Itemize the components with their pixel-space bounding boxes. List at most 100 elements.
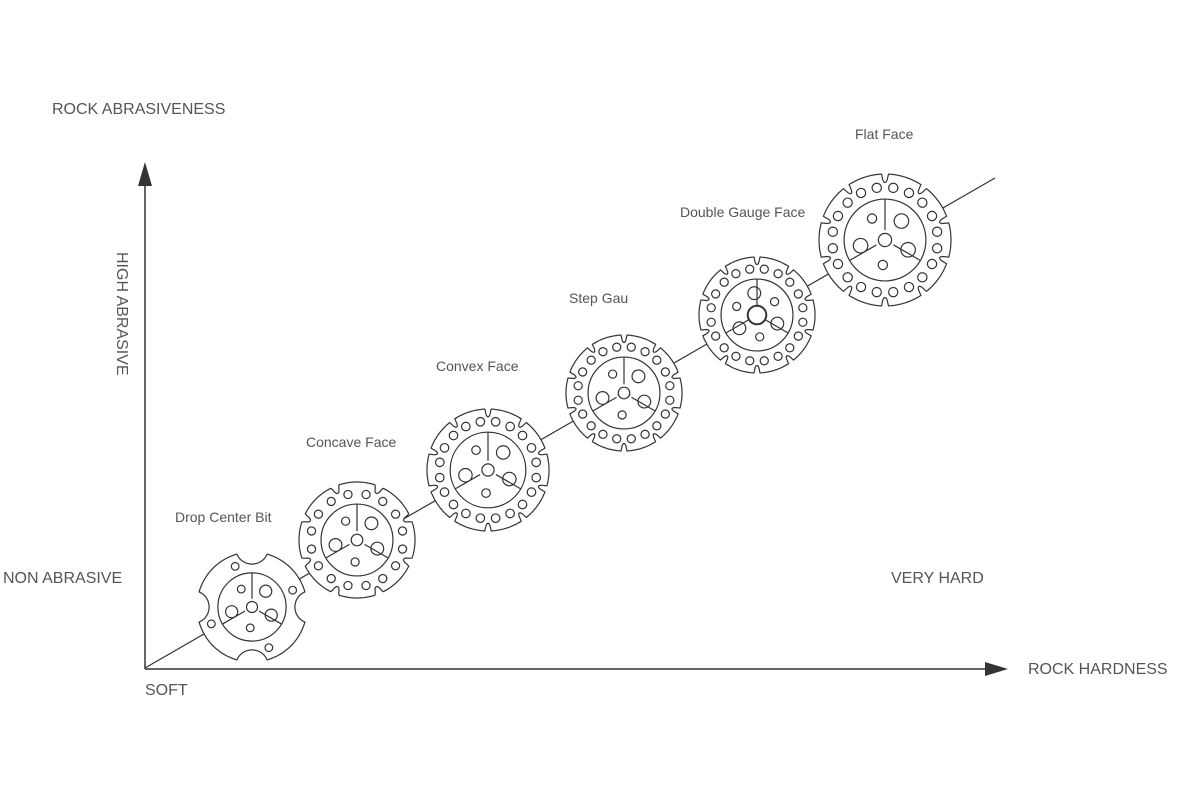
- gauge-button: [439, 487, 450, 498]
- bit-label-concave-face: Concave Face: [306, 434, 397, 450]
- gauge-button: [931, 243, 943, 254]
- gauge-button: [793, 289, 804, 299]
- face-button: [607, 369, 618, 379]
- flushing-groove: [258, 610, 282, 625]
- gauge-button: [640, 346, 650, 357]
- gauge-button: [343, 489, 353, 500]
- face-button: [481, 488, 491, 498]
- gauge-button: [490, 416, 501, 427]
- gauge-button: [917, 197, 928, 208]
- gauge-button: [917, 272, 928, 283]
- center-button: [245, 600, 259, 614]
- gauge-button: [903, 187, 915, 199]
- bit-outline: [818, 173, 952, 307]
- gauge-button: [710, 289, 721, 299]
- gauge-button: [660, 409, 671, 419]
- bit-outline: [298, 481, 416, 599]
- y-axis-high-label: HIGH ABRASIVE: [113, 252, 130, 376]
- gauge-button: [313, 561, 324, 571]
- gauge-button: [526, 487, 537, 498]
- bit-head-icon: [426, 408, 550, 532]
- gauge-button: [264, 643, 274, 653]
- x-axis-arrow-icon: [985, 662, 1008, 676]
- gauge-button: [343, 580, 353, 591]
- gauge-button: [434, 457, 445, 468]
- x-axis-title: ROCK HARDNESS: [1028, 661, 1168, 678]
- bit-label-convex-face: Convex Face: [436, 358, 519, 374]
- gauge-button: [577, 367, 588, 377]
- gauge-button: [573, 381, 583, 391]
- gauge-button: [798, 303, 808, 313]
- gauge-button: [785, 277, 795, 287]
- gauge-button: [361, 489, 371, 500]
- y-axis-title: ROCK ABRASIVENESS: [52, 101, 226, 118]
- gauge-button: [448, 499, 459, 510]
- gauge-button: [773, 351, 783, 362]
- gauge-button: [378, 573, 388, 584]
- face-button: [236, 584, 246, 594]
- flushing-groove: [764, 318, 789, 334]
- gauge-button: [871, 182, 882, 194]
- bit-head-icon: [698, 256, 816, 374]
- flushing-groove: [631, 396, 656, 412]
- gauge-button: [871, 286, 882, 298]
- face-button: [747, 286, 762, 301]
- bit-head-icon: [298, 481, 416, 599]
- gauge-button: [665, 395, 675, 405]
- gauge-button: [719, 277, 729, 287]
- flushing-groove: [454, 474, 481, 490]
- gauge-button: [612, 342, 622, 352]
- bit-label-step-gauge: Step Gau: [569, 290, 629, 306]
- flushing-groove: [364, 543, 389, 559]
- face-button: [259, 584, 273, 598]
- gauge-button: [490, 513, 501, 524]
- gauge-button: [448, 430, 459, 441]
- center-button: [617, 386, 631, 400]
- bit-head-icon: [818, 173, 952, 307]
- bit-outline: [426, 408, 550, 532]
- gauge-button: [827, 243, 839, 254]
- gauge-button: [785, 343, 795, 353]
- gauge-button: [842, 197, 853, 208]
- gauge-button: [706, 317, 716, 327]
- gauge-button: [326, 496, 336, 507]
- gauge-button: [888, 286, 899, 298]
- face-button: [224, 605, 239, 619]
- flushing-groove: [495, 474, 522, 490]
- bit-label-drop-center: Drop Center Bit: [175, 509, 272, 525]
- gauge-button: [230, 561, 240, 571]
- gauge-button: [931, 226, 943, 237]
- gauge-button: [361, 580, 371, 591]
- bit-head-icon: [198, 553, 306, 661]
- face-button: [852, 237, 869, 254]
- gauge-button: [505, 508, 516, 519]
- gauge-button: [531, 472, 542, 483]
- gauge-button: [475, 416, 486, 427]
- face-button: [350, 557, 360, 567]
- bit-outline: [565, 334, 683, 452]
- bit-outline: [698, 256, 816, 374]
- center-button: [877, 232, 893, 248]
- gauge-button: [598, 346, 608, 357]
- gauge-button: [598, 429, 608, 440]
- y-axis-low-label: NON ABRASIVE: [3, 570, 123, 587]
- y-axis-arrow-icon: [138, 162, 152, 186]
- gauge-button: [798, 317, 808, 327]
- flushing-groove: [222, 610, 246, 625]
- face-button: [732, 301, 742, 312]
- face-button: [769, 297, 780, 307]
- gauge-button: [460, 508, 471, 519]
- gauge-button: [759, 264, 769, 274]
- gauge-button: [306, 544, 317, 554]
- gauge-button: [434, 472, 445, 483]
- x-axis-high-label: VERY HARD: [891, 570, 984, 587]
- face-button: [471, 445, 481, 456]
- gauge-button: [926, 210, 938, 222]
- face-button: [495, 445, 511, 460]
- gauge-button: [306, 526, 317, 536]
- gauge-button: [926, 258, 938, 270]
- bit-label-flat-face: Flat Face: [855, 126, 914, 142]
- gauge-button: [586, 355, 596, 365]
- x-axis-low-label: SOFT: [145, 682, 188, 699]
